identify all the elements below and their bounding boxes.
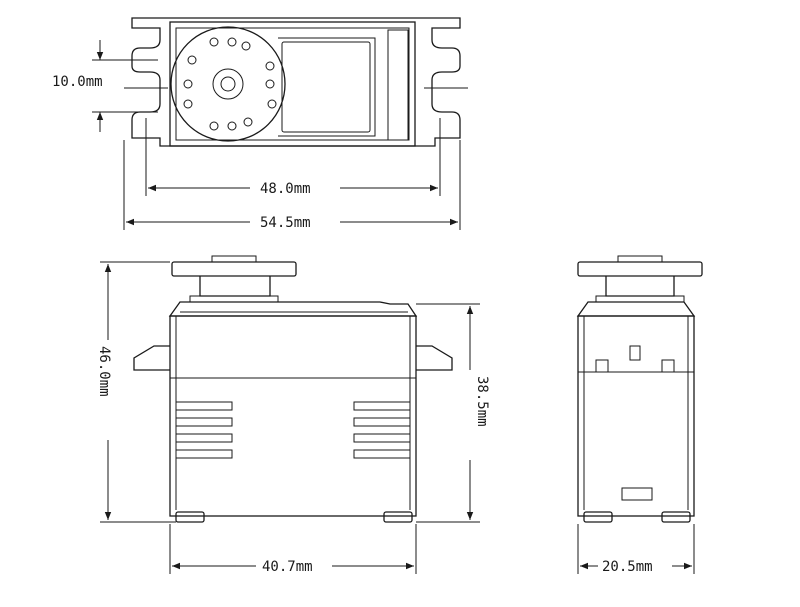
output-horn xyxy=(170,26,286,142)
side-view-body xyxy=(577,315,695,517)
top-view-label-area xyxy=(278,37,376,137)
horn-holes xyxy=(183,37,277,131)
dim-bolt-spacing: 10.0mm xyxy=(52,74,103,90)
dim-mount-hole-spacing: 48.0mm xyxy=(260,181,311,197)
top-view-body xyxy=(169,21,416,147)
dim-body-height: 38.5mm xyxy=(474,376,490,427)
top-view-flange xyxy=(131,17,461,147)
front-view-horn xyxy=(171,261,297,277)
side-view: 20.5mm xyxy=(576,255,703,575)
top-view: 10.0mm 48.0mm 54.5mm xyxy=(52,17,468,231)
cooling-fins-right xyxy=(353,401,411,459)
front-view-left-flange xyxy=(133,345,170,371)
front-view-body xyxy=(169,315,417,517)
side-view-horn xyxy=(577,261,703,277)
dim-body-depth: 20.5mm xyxy=(602,559,653,575)
front-view-foot-left xyxy=(175,511,205,523)
front-view-right-flange xyxy=(416,345,453,371)
front-view: 46.0mm 38.5mm 40.7mm xyxy=(96,255,490,575)
dim-total-height: 46.0mm xyxy=(96,346,112,397)
side-view-connector xyxy=(621,487,653,501)
output-spline xyxy=(220,76,236,92)
front-view-top-cover xyxy=(168,301,418,317)
front-view-foot-right xyxy=(383,511,413,523)
dim-flange-width: 54.5mm xyxy=(260,215,311,231)
cooling-fins-left xyxy=(175,401,233,459)
dim-body-width: 40.7mm xyxy=(262,559,313,575)
